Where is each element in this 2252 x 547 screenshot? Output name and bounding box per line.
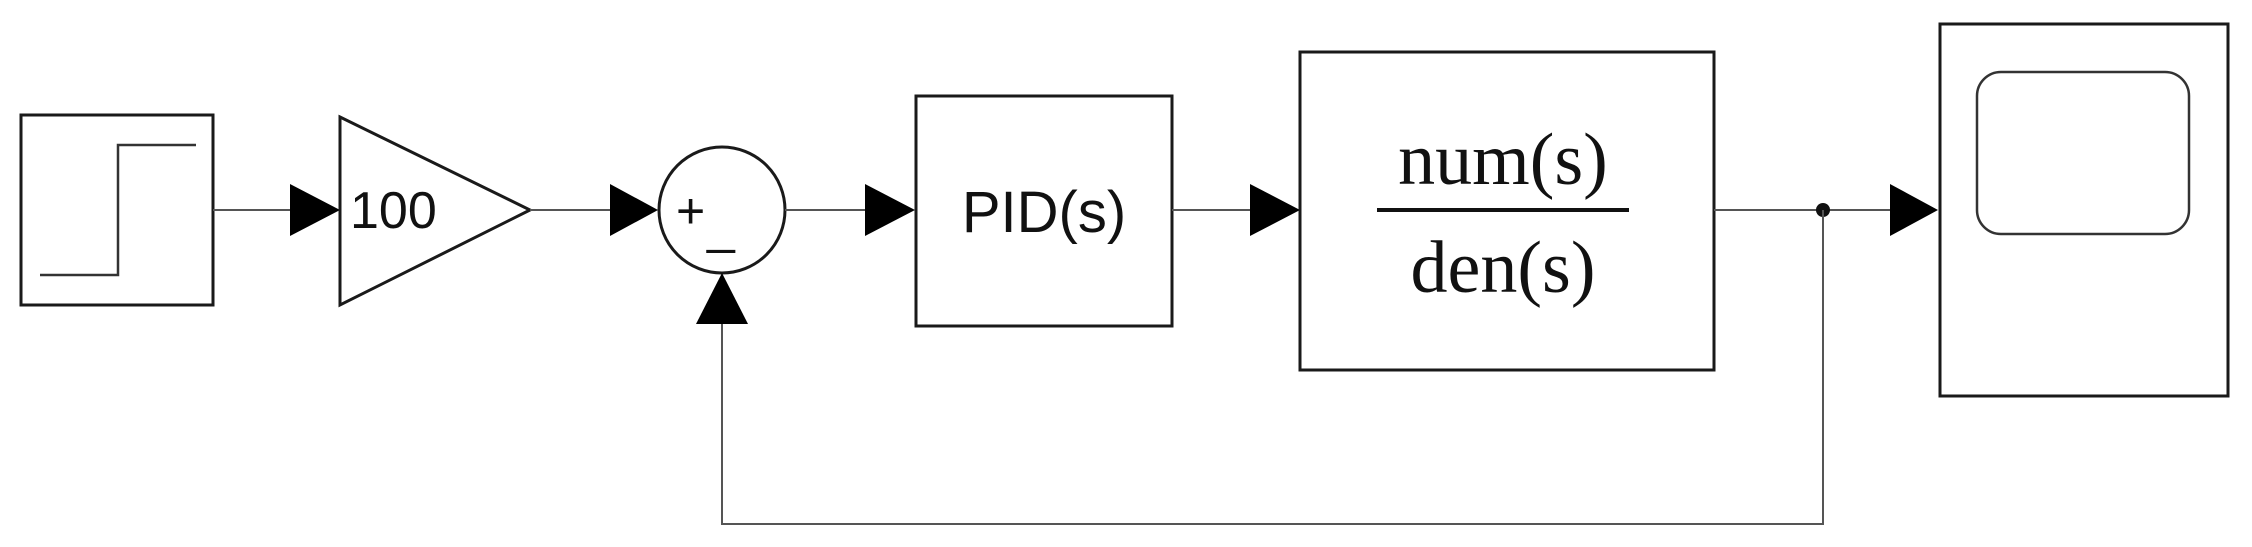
pid-controller-icon[interactable] [914,94,1174,328]
arrow-into-scope [1890,184,1938,236]
gain-block[interactable]: 100 [338,114,534,308]
arrow-into-sum [610,184,658,236]
sum-plus-sign: + [676,183,705,239]
step-icon [40,143,196,277]
scope-block[interactable] [1938,22,2230,398]
fraction-icon: num(s) den(s) [1377,119,1629,309]
feedback-wire [721,210,1824,525]
sum-block[interactable]: + _ [657,145,787,275]
transfer-fcn-numerator: num(s) [1398,119,1608,201]
pid-label: PID(s) [962,180,1126,245]
transfer-fcn-block[interactable]: num(s) den(s) [1298,50,1716,372]
transfer-fcn-denominator: den(s) [1411,227,1596,309]
arrow-into-transfer-fcn [1250,184,1300,236]
triangle-gain-icon[interactable] [338,114,534,308]
pid-block[interactable]: PID(s) [914,94,1174,328]
arrow-feedback-into-sum [696,273,748,324]
scope-screen-icon [1975,70,2191,236]
arrow-into-gain [290,184,340,236]
sum-minus-sign: _ [706,198,736,254]
step-block[interactable] [19,113,215,307]
arrow-into-pid [865,184,915,236]
gain-value: 100 [350,182,437,240]
